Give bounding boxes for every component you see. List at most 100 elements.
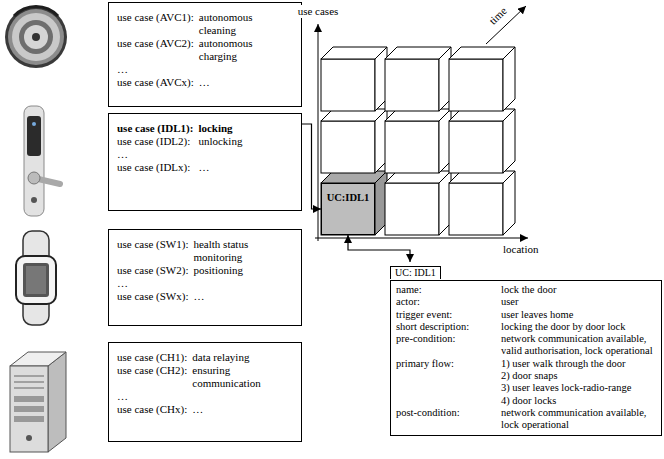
card-field: trigger event:: [396, 309, 501, 321]
axis-label: time: [486, 5, 509, 28]
use-case-box: use case (AVC1):autonomous cleaninguse c…: [108, 2, 302, 107]
cube-front: [321, 121, 375, 173]
axis-label: use cases: [298, 5, 339, 18]
cube-front: [385, 183, 439, 235]
card-field: pre-condition:: [396, 333, 501, 358]
use-case-text: use case (IDL2):: [117, 135, 193, 148]
cube-front: [449, 121, 503, 173]
server-top: [10, 352, 66, 366]
card-field: post-condition:: [396, 407, 501, 432]
card-field: 1) user walk through the door: [501, 358, 656, 370]
vacuum-top: [12, 13, 60, 61]
card-field: lock the door: [501, 284, 656, 296]
server-bay: [14, 396, 44, 402]
use-case-text: …: [198, 161, 280, 174]
use-case-text: …: [193, 290, 275, 303]
use-case-box: use case (IDL1): locking use case (IDL2): u…: [108, 113, 302, 211]
use-case-text: use case (AVC1):: [117, 11, 194, 37]
card-field: network communication available, lock op…: [501, 407, 656, 432]
cube-side: [503, 171, 515, 235]
use-case-list: use case (IDL1): locking use case (IDL2): u…: [117, 122, 280, 174]
use-case-text: health status monitoring: [193, 238, 275, 264]
cube-front: [449, 183, 503, 235]
server-picture: [10, 352, 66, 452]
card-field: 3) user leaves lock-radio-range: [501, 382, 656, 394]
lock-reader: [27, 116, 41, 156]
server-vents: [14, 376, 44, 388]
location-axis: [315, 238, 528, 239]
wristband-strap: [23, 231, 49, 325]
use-case-list: use case (CH1):data relayinguse case (CH…: [117, 351, 274, 416]
card-field: user leaves home: [501, 309, 656, 321]
use-case-text: autonomous charging: [199, 37, 281, 63]
use-case-box: use case (SW1):health status monitoring u…: [108, 229, 302, 326]
use-case-text: …: [117, 63, 194, 76]
server-power: [26, 435, 32, 441]
card-field: primary flow:: [396, 358, 501, 370]
card-field: 4) door locks: [501, 395, 656, 407]
use-case-text: locking: [198, 122, 280, 135]
cube-front: [321, 59, 375, 111]
use-case-text: use case (SW1):: [117, 238, 188, 264]
use-case-box: use case (CH1):data relayinguse case (CH…: [108, 342, 302, 442]
use-case-text: …: [117, 148, 193, 161]
vacuum-rim: [5, 6, 67, 68]
lock-keyhole: [31, 197, 37, 203]
cube-grid: [321, 47, 515, 235]
use-case-text: use case (SWx):: [117, 290, 188, 303]
card-field: 2) door snaps: [501, 370, 656, 382]
robot-vacuum-picture: [5, 6, 67, 68]
card-field: short description:: [396, 321, 501, 333]
card-tab: UC: IDL1: [390, 266, 441, 279]
cube-front: [449, 59, 503, 111]
card-field: name:: [396, 284, 501, 296]
wristband-screen: [23, 263, 49, 297]
server-side: [48, 352, 66, 452]
use-case-text: unlocking: [198, 135, 280, 148]
vacuum-lid: [19, 20, 53, 54]
cube-side: [503, 109, 515, 173]
server-front: [10, 366, 48, 452]
use-case-list: use case (AVC1):autonomous cleaninguse c…: [117, 11, 281, 89]
use-case-text: …: [192, 403, 274, 416]
use-case-text: use case (IDLx):: [117, 161, 193, 174]
use-case-cube: UC:IDL1: [321, 183, 375, 235]
wristband-screen-glass: [26, 266, 46, 294]
use-case-list: use case (SW1):health status monitoring u…: [117, 238, 275, 303]
wristband-body: [16, 256, 56, 304]
use-case-text: use case (CHx):: [117, 403, 187, 416]
axis-label: location: [503, 243, 538, 256]
vacuum-ring: [8, 9, 64, 65]
use-case-text: use case (CH2):: [117, 364, 187, 390]
card-field: locking the door by door lock: [501, 321, 656, 333]
use-case-text: use case (AVC2):: [117, 37, 194, 63]
use-case-text: use case (IDL1):: [117, 122, 193, 135]
smart-wristband-picture: [16, 231, 56, 325]
use-case-text: use case (SW2):: [117, 264, 188, 277]
use-case-text: …: [117, 277, 188, 290]
vacuum-button: [32, 33, 40, 41]
use-case-text: use case (CH1):: [117, 351, 187, 364]
arrow-connector: [302, 124, 321, 209]
card-field: network communication available, valid a…: [501, 333, 656, 358]
cube-front: [385, 59, 439, 111]
server-bay: [14, 416, 44, 422]
card-heading: UC: IDL1: [395, 267, 436, 279]
use-case-text: positioning: [193, 264, 275, 277]
use-case-text: …: [117, 390, 187, 403]
arrow-connector: [348, 235, 410, 262]
use-case-text: …: [199, 76, 281, 89]
lock-handle-base: [28, 172, 40, 184]
card-field: user: [501, 296, 656, 308]
vacuum-bumper: [14, 6, 58, 16]
use-case-text: autonomous cleaning: [199, 11, 281, 37]
door-lock-picture: [24, 106, 60, 216]
lock-plate: [24, 106, 44, 216]
cube-label: UC:IDL1: [327, 192, 370, 204]
cube-side: [503, 47, 515, 111]
cube-front: [385, 121, 439, 173]
card-field: actor:: [396, 296, 501, 308]
use-case-text: use case (AVCx):: [117, 76, 194, 89]
